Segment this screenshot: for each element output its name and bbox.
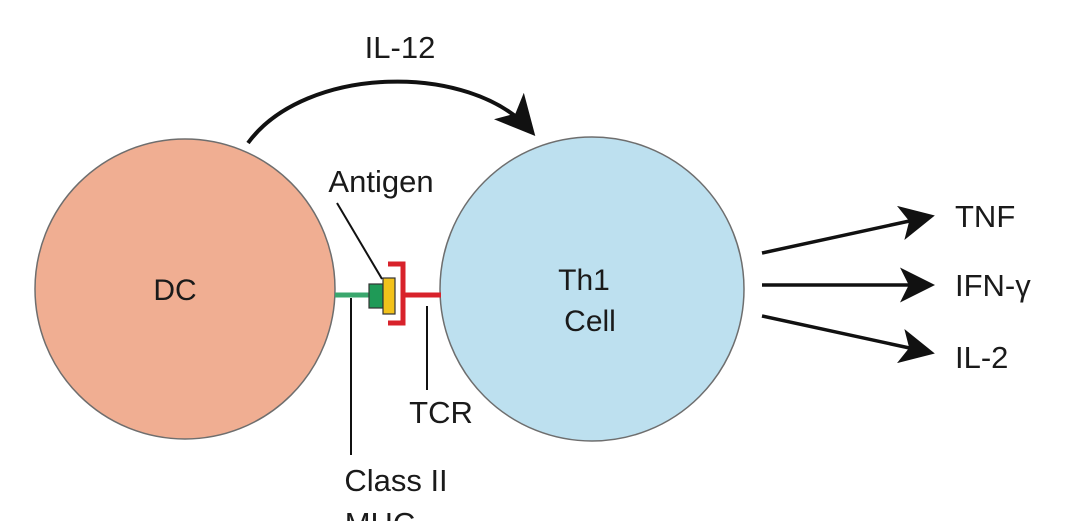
antigen-label: Antigen bbox=[328, 164, 433, 199]
il2-label: IL-2 bbox=[955, 340, 1008, 375]
dc-label: DC bbox=[153, 274, 196, 307]
dc-cell bbox=[34, 138, 336, 440]
il12-label: IL-12 bbox=[365, 30, 436, 65]
antigen-peptide bbox=[382, 277, 396, 315]
il2-arrow bbox=[761, 314, 935, 364]
th1-cell bbox=[439, 136, 745, 442]
mhc-label-line1: Class II bbox=[344, 463, 447, 498]
th1-label-line2: Cell bbox=[564, 305, 616, 338]
il12-curved-arrow bbox=[246, 79, 536, 145]
antigen-leader-line bbox=[336, 202, 383, 280]
tcr-label: TCR bbox=[409, 395, 473, 430]
mhc-label-line2: MHC bbox=[345, 506, 416, 521]
th1-label-line1: Th1 bbox=[558, 264, 610, 297]
tnf-arrow bbox=[761, 205, 935, 255]
mhc-molecule bbox=[368, 283, 384, 309]
tnf-label: TNF bbox=[955, 199, 1015, 234]
ifn-gamma-label: IFN-γ bbox=[955, 268, 1031, 303]
